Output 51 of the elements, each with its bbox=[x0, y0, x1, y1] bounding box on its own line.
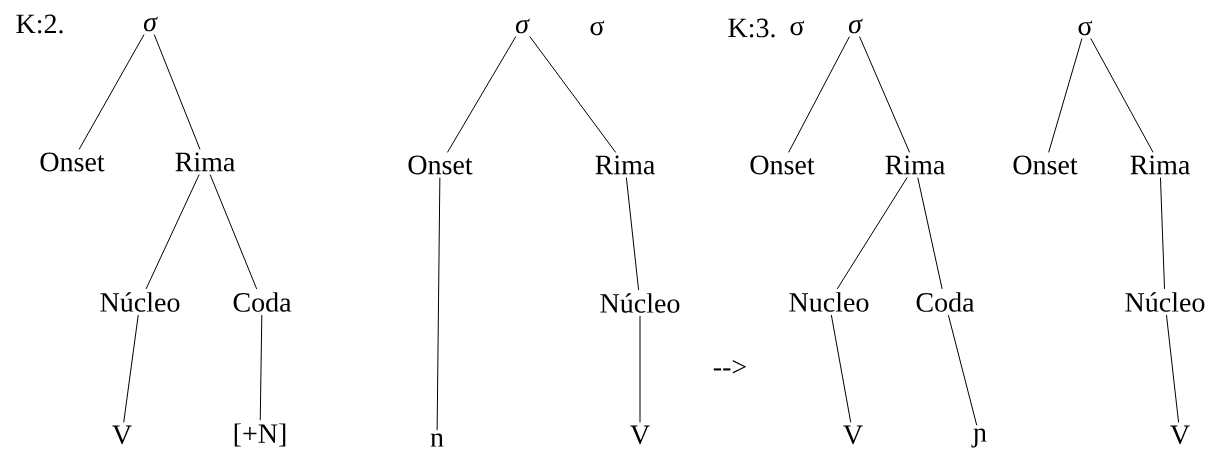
tree-branch bbox=[1159, 177, 1165, 290]
tree-branch bbox=[446, 36, 517, 153]
tree-label: V bbox=[843, 425, 863, 445]
tree-branch bbox=[830, 314, 852, 423]
tree-label: Núcleo bbox=[600, 293, 680, 313]
tree-branch bbox=[1165, 314, 1180, 423]
sigma-symbol: σ bbox=[848, 18, 863, 34]
tree-label: Nucleo bbox=[789, 292, 869, 312]
tree-label: Núcleo bbox=[1125, 292, 1205, 312]
sigma-symbol: σ bbox=[143, 16, 158, 32]
annotation-text: K:2. bbox=[16, 14, 63, 34]
tree-branch bbox=[1090, 38, 1154, 153]
tree-label: Rima bbox=[175, 152, 235, 172]
tree-branch bbox=[209, 174, 258, 290]
tree-label: [+N] bbox=[234, 423, 286, 447]
tree-branch bbox=[78, 34, 145, 150]
tree-branch bbox=[836, 177, 908, 290]
sigma-symbol: σ bbox=[515, 18, 530, 34]
tree-branch bbox=[153, 34, 201, 150]
tree-label: Onset bbox=[750, 155, 815, 175]
tree-branch bbox=[436, 177, 441, 431]
tree-label: Rima bbox=[595, 155, 655, 175]
tree-branch bbox=[859, 36, 911, 153]
tree-branch bbox=[639, 315, 641, 423]
tree-branch bbox=[947, 314, 978, 426]
annotation-text: σ bbox=[790, 20, 805, 36]
tree-branch bbox=[123, 314, 139, 423]
tree-label: Rima bbox=[1130, 155, 1190, 175]
tree-label: Onset bbox=[1013, 155, 1078, 175]
tree-label: V bbox=[630, 425, 650, 445]
tree-label: Rima bbox=[885, 155, 945, 175]
tree-branch bbox=[1048, 38, 1083, 153]
annotation-text: σ bbox=[590, 20, 605, 36]
tree-branch bbox=[529, 36, 617, 153]
tree-branch bbox=[145, 174, 200, 290]
annotation-text: --> bbox=[713, 359, 746, 374]
sigma-symbol: σ bbox=[1078, 20, 1093, 36]
tree-label: n bbox=[430, 433, 444, 447]
tree-label: Coda bbox=[233, 292, 292, 312]
tree-label: Onset bbox=[408, 155, 473, 175]
tree-label: V bbox=[112, 425, 132, 445]
annotation-text: K:3. bbox=[728, 18, 775, 38]
tree-branch bbox=[917, 177, 943, 290]
tree-label: V bbox=[1170, 425, 1190, 445]
tree-branch bbox=[625, 177, 640, 291]
tree-label: Onset bbox=[40, 152, 105, 172]
tree-label: ɲ bbox=[971, 428, 987, 448]
tree-label: Coda bbox=[916, 292, 975, 312]
tree-label: Núcleo bbox=[100, 292, 180, 312]
tree-branch bbox=[259, 314, 263, 421]
tree-branch bbox=[788, 36, 850, 153]
